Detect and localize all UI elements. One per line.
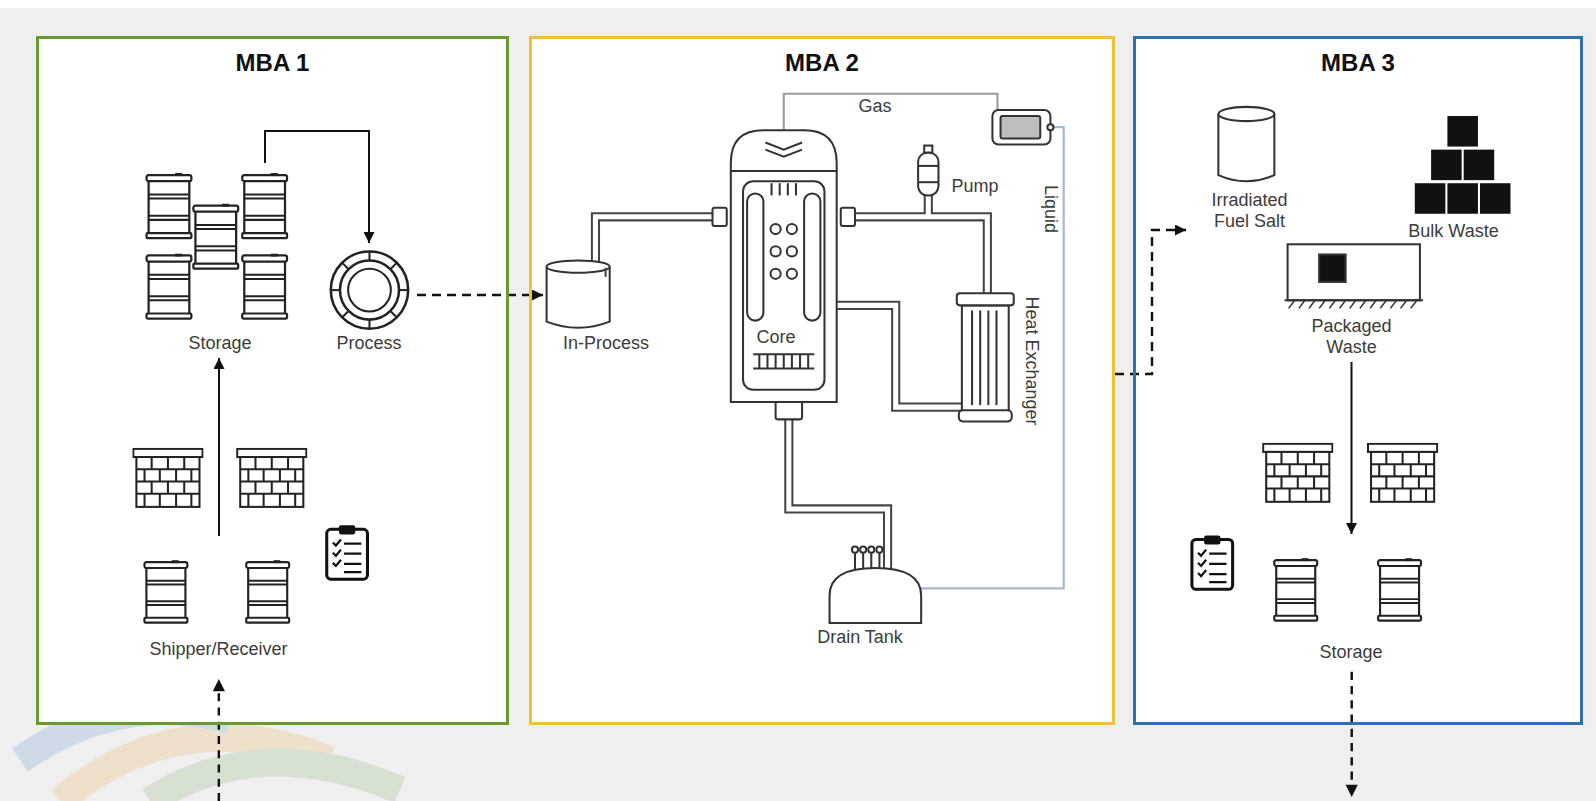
shipper-drums — [144, 560, 289, 622]
liquid-line — [921, 127, 1064, 588]
transfer-arrow — [1115, 230, 1186, 374]
area-title: MBA 3 — [1321, 49, 1395, 77]
incoming-arrow — [213, 679, 225, 801]
clipboard-icon — [1192, 535, 1233, 589]
wall-icon — [1368, 444, 1437, 502]
fuel-salt-cylinder — [1218, 107, 1274, 181]
item-label: Packaged Waste — [1300, 316, 1404, 358]
item-group: Shipper/Receiver — [132, 536, 305, 664]
flow-arrow — [265, 131, 369, 243]
flow-arrow — [218, 358, 220, 536]
part-label: Pump — [949, 176, 1000, 197]
reactor-vessel — [713, 130, 856, 419]
outgoing-arrow — [1346, 672, 1358, 797]
wall-icon — [133, 449, 202, 507]
pump-icon — [918, 146, 938, 196]
part-label: Liquid — [1040, 183, 1061, 235]
area-ground — [39, 39, 506, 722]
item-group: Bulk Waste — [1390, 102, 1517, 246]
drain-tank — [830, 547, 922, 623]
item-label: Process — [336, 333, 401, 354]
pipe-inlet — [605, 268, 607, 277]
wall-icon — [1263, 444, 1332, 502]
part-label: Core — [754, 327, 797, 348]
gas-line — [784, 94, 998, 131]
part-label: Heat Exchanger — [1021, 294, 1042, 427]
storage-drums — [147, 173, 287, 319]
transfer-arrow — [417, 294, 543, 296]
in-process-tank — [547, 261, 610, 328]
gas-device — [992, 110, 1053, 145]
part-label: Gas — [856, 96, 893, 117]
bulk-waste-stack — [1415, 116, 1511, 214]
item-group: Storage — [1262, 534, 1440, 667]
item-group: In-Process — [543, 249, 669, 358]
item-label: Bulk Waste — [1408, 221, 1498, 242]
area-box: MBA 1 Storage ProcessShipper/Receiver — [36, 36, 509, 725]
item-group: Process — [321, 243, 417, 358]
item-label: In-Process — [563, 333, 649, 354]
item-label: Shipper/Receiver — [149, 639, 287, 660]
item-label: Storage — [1319, 642, 1382, 663]
wall-icon — [237, 449, 306, 507]
item-group: Packaged Waste — [1278, 244, 1425, 362]
part-label: Drain Tank — [815, 627, 905, 648]
item-label: Irradiated Fuel Salt — [1194, 190, 1306, 232]
area-ground — [532, 39, 1112, 722]
process-icon — [331, 251, 408, 328]
item-group: Storage — [143, 163, 297, 358]
panel-ground — [0, 8, 1596, 801]
item-group: Irradiated Fuel Salt — [1186, 102, 1313, 236]
area-ground — [1136, 39, 1580, 722]
packaged-waste-icon — [1285, 244, 1423, 308]
clipboard-icon — [327, 525, 368, 579]
area-title: MBA 2 — [785, 49, 859, 77]
item-label: Storage — [188, 333, 251, 354]
flow-arrow — [1351, 362, 1353, 534]
area-box: MBA 3 Irradiated Fuel SaltBulk WastePacka… — [1133, 36, 1583, 725]
area-title: MBA 1 — [236, 49, 310, 77]
heat-exchanger — [957, 293, 1014, 421]
storage-drums — [1274, 558, 1421, 620]
